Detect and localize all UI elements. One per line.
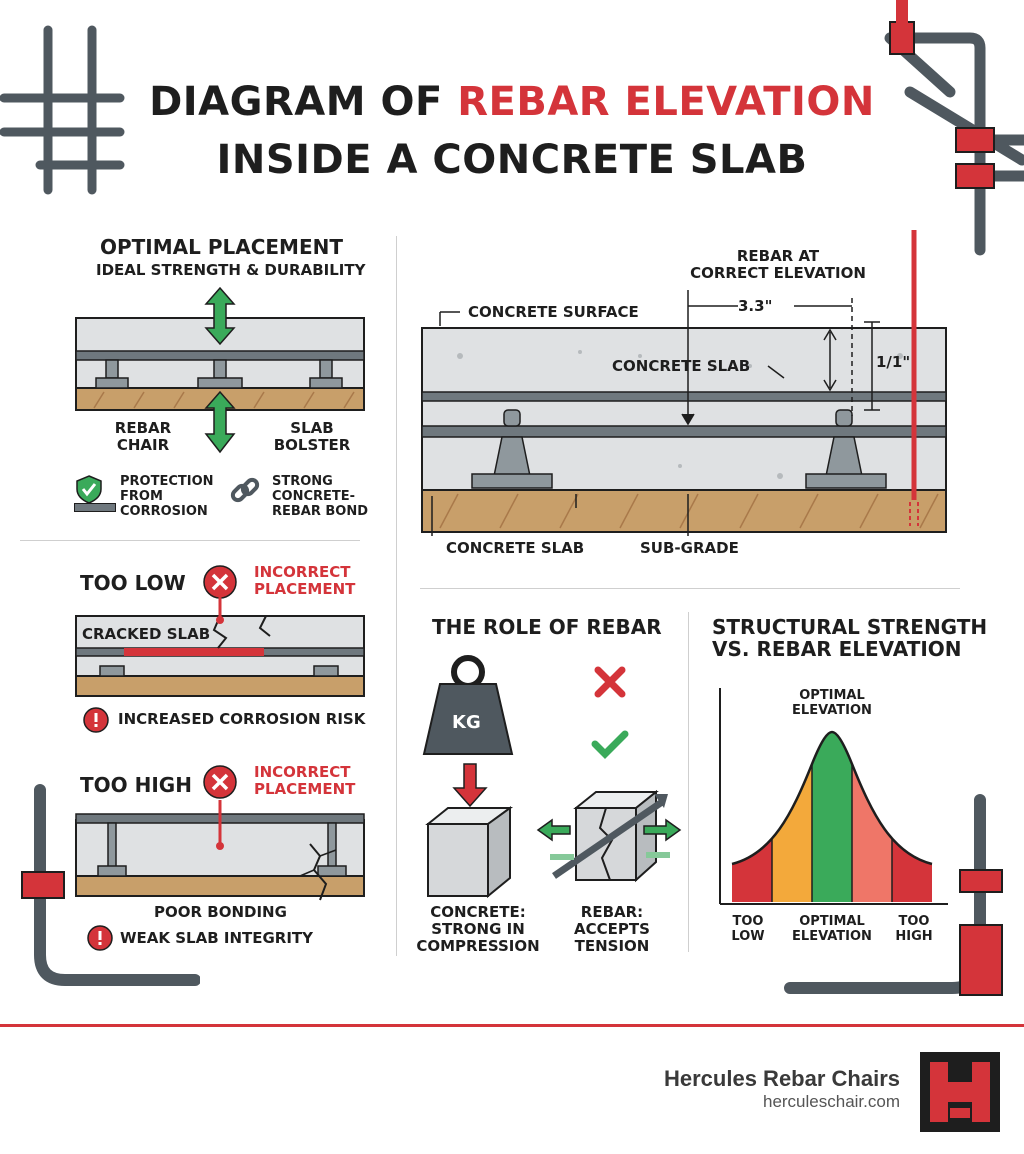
rebar-role-label: REBAR: ACCEPTS TENSION (574, 903, 650, 955)
rebar-correct-label: REBAR AT CORRECT ELEVATION (690, 247, 866, 282)
poor-bonding-label: POOR BONDING (154, 903, 287, 921)
role-heading: THE ROLE OF REBAR (432, 615, 662, 639)
down-arrow-icon (452, 763, 488, 808)
rebar-bent-decoration-bottom-right (784, 794, 1003, 996)
mini-rebar-icon (74, 503, 116, 512)
title-plain: DIAGRAM OF (149, 79, 458, 125)
too-high-risk: WEAK SLAB INTEGRITY (120, 929, 314, 947)
dim-vertical-label: 1/1" (876, 353, 911, 371)
cracked-slab-label: CRACKED SLAB (82, 625, 211, 643)
curve-band-high (852, 732, 893, 902)
main-cross-section (421, 230, 947, 536)
optimal-heading: OPTIMAL PLACEMENT (100, 235, 343, 259)
dim-horizontal-label: 3.3" (738, 297, 773, 315)
rebar-chair-label: REBAR CHAIR (114, 419, 172, 454)
too-high-slab-diagram (75, 800, 365, 901)
sub-grade-label: SUB-GRADE (640, 539, 739, 557)
shield-check-icon (76, 475, 102, 504)
too-low-slab-diagram (75, 596, 365, 697)
title-line-1: DIAGRAM OF REBAR ELEVATION (0, 78, 1024, 126)
error-x-icon-high (203, 765, 237, 799)
peak-label: OPTIMAL ELEVATION (792, 688, 872, 718)
concrete-surface-label: CONCRETE SURFACE (468, 303, 639, 321)
x-label-optimal: OPTIMAL ELEVATION (792, 914, 872, 944)
footer-rule (0, 1024, 1024, 1027)
bottom-divider (688, 612, 689, 952)
concrete-role-label: CONCRETE: STRONG IN COMPRESSION (416, 903, 540, 955)
red-x-icon (594, 666, 626, 698)
weight-icon (422, 655, 514, 755)
brand-logo-icon (920, 1052, 1000, 1132)
too-low-risk: INCREASED CORROSION RISK (118, 710, 366, 728)
too-high-heading: TOO HIGH (80, 773, 192, 797)
title-line-2: INSIDE A CONCRETE SLAB (216, 137, 808, 183)
right-divider (420, 588, 960, 589)
warning-icon-low (83, 707, 109, 733)
column-divider (396, 236, 397, 956)
green-check-icon (591, 730, 629, 759)
too-low-heading: TOO LOW (80, 571, 186, 595)
curve-band-too-high (892, 732, 932, 902)
optimal-slab-diagram (75, 286, 365, 454)
error-x-icon-low (203, 565, 237, 599)
curve-band-optimal (812, 732, 853, 902)
rebar-bent-decoration-bottom-left (21, 784, 200, 986)
strength-heading: STRUCTURAL STRENGTH VS. REBAR ELEVATION (712, 615, 988, 661)
tension-cube-icon (536, 789, 682, 883)
bottom-concrete-slab-label: CONCRETE SLAB (446, 539, 585, 557)
benefit-bond: STRONG CONCRETE- REBAR BOND (272, 474, 369, 519)
x-label-too-low: TOO LOW (731, 914, 765, 944)
concrete-slab-label: CONCRETE SLAB (612, 357, 751, 375)
concrete-cube-icon (425, 806, 514, 899)
brand-url[interactable]: herculeschair.com (762, 1092, 900, 1111)
too-high-badge: INCORRECT PLACEMENT (254, 763, 356, 798)
warning-icon-high (87, 925, 113, 951)
too-low-badge: INCORRECT PLACEMENT (254, 563, 356, 598)
curve-band-too-low (732, 732, 773, 902)
x-label-too-high: TOO HIGH (895, 914, 933, 944)
optimal-subheading: IDEAL STRENGTH & DURABILITY (96, 261, 366, 279)
benefit-corrosion: PROTECTION FROM CORROSION (120, 474, 214, 519)
title-accent: REBAR ELEVATION (457, 79, 875, 125)
chain-link-icon (230, 477, 260, 503)
rebar-bent-decoration-top-right (884, 0, 1024, 256)
rebar-grid-decoration-top-left (0, 25, 125, 195)
weight-label: KG (452, 712, 481, 733)
brand-name[interactable]: Hercules Rebar Chairs (664, 1066, 900, 1091)
curve-band-low (772, 732, 813, 902)
slab-bolster-label: SLAB BOLSTER (273, 419, 351, 454)
left-divider-1 (20, 540, 360, 541)
strength-curve-chart (719, 688, 948, 905)
